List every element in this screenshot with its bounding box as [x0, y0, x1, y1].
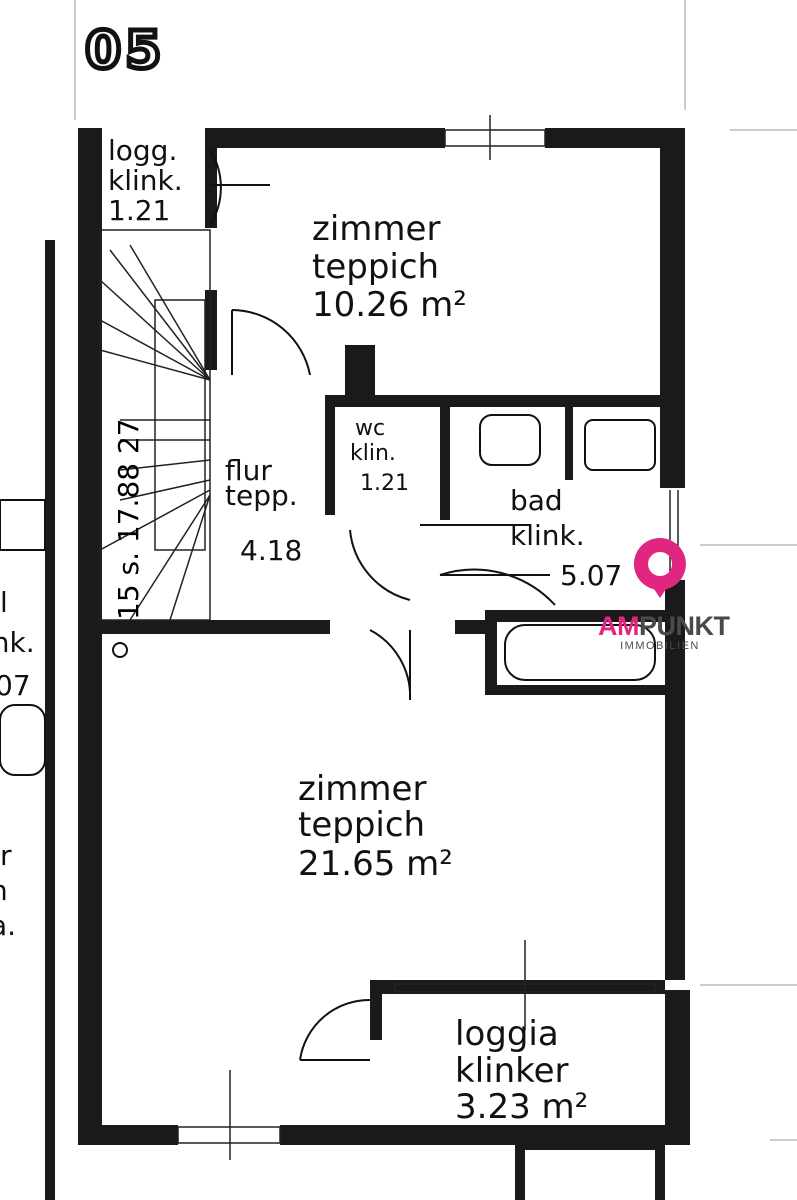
svg-text:klink.: klink. [510, 519, 585, 552]
svg-text:teppich: teppich [298, 805, 425, 845]
room-zimmer-large: zimmer teppich 21.65 m² [298, 769, 453, 884]
svg-text:teppich: teppich [312, 247, 439, 287]
windows [177, 115, 679, 1160]
svg-text:klin.: klin. [350, 441, 396, 466]
doors [209, 149, 556, 1061]
svg-text:4.18: 4.18 [240, 534, 302, 567]
room-flur: flur tepp. 4.18 [225, 454, 302, 567]
fixtures [0, 414, 656, 776]
svg-text:l: l [0, 586, 8, 619]
svg-text:zimmer: zimmer [312, 209, 440, 249]
unit-number: 05 [85, 21, 165, 81]
svg-text:5.07: 5.07 [560, 559, 622, 592]
room-logg-small: logg. klink. 1.21 [108, 134, 183, 227]
grid-lines [74, 0, 797, 1141]
svg-text:10.26 m²: 10.26 m² [312, 285, 467, 325]
svg-text:klinker: klinker [455, 1051, 569, 1091]
svg-text:logg.: logg. [108, 134, 177, 167]
svg-text:3.23 m²: 3.23 m² [455, 1087, 588, 1127]
svg-text:tepp.: tepp. [225, 479, 298, 512]
stairs [99, 229, 211, 621]
svg-text:klink.: klink. [0, 626, 35, 659]
svg-text:bad: bad [510, 484, 563, 517]
logo-subtitle: IMMOBILIEN [620, 640, 700, 652]
logo-punkt: PUNKT [639, 611, 730, 641]
svg-text:loggia: loggia [455, 1014, 559, 1054]
logo-wordmark: AMPUNKT [598, 611, 730, 641]
svg-text:a.: a. [0, 909, 16, 942]
room-wc: wc klin. 1.21 [350, 416, 409, 496]
logo-am: AM [598, 611, 640, 641]
room-loggia: loggia klinker 3.23 m² [455, 1014, 588, 1127]
svg-text:flur: flur [225, 454, 272, 487]
svg-text:wc: wc [355, 416, 385, 441]
room-zimmer-small: zimmer teppich 10.26 m² [312, 209, 467, 325]
location-pin-icon [633, 538, 686, 598]
svg-text:r: r [0, 839, 12, 872]
svg-text:n: n [0, 874, 8, 907]
svg-text:21.65 m²: 21.65 m² [298, 844, 453, 884]
room-bad: bad klink. 5.07 [510, 484, 622, 592]
svg-text:1.21: 1.21 [360, 471, 409, 496]
svg-text:zimmer: zimmer [298, 769, 426, 809]
svg-text:1.21: 1.21 [108, 194, 170, 227]
walls [45, 128, 690, 1200]
svg-text:klink.: klink. [108, 164, 183, 197]
ampunkt-logo: AMPUNKT IMMOBILIEN [598, 536, 730, 652]
neighbor-labels: l klink. 07 r n a. [0, 586, 35, 942]
svg-text:07: 07 [0, 669, 31, 702]
stair-label: 15 s. 17.88 27 [112, 418, 145, 620]
